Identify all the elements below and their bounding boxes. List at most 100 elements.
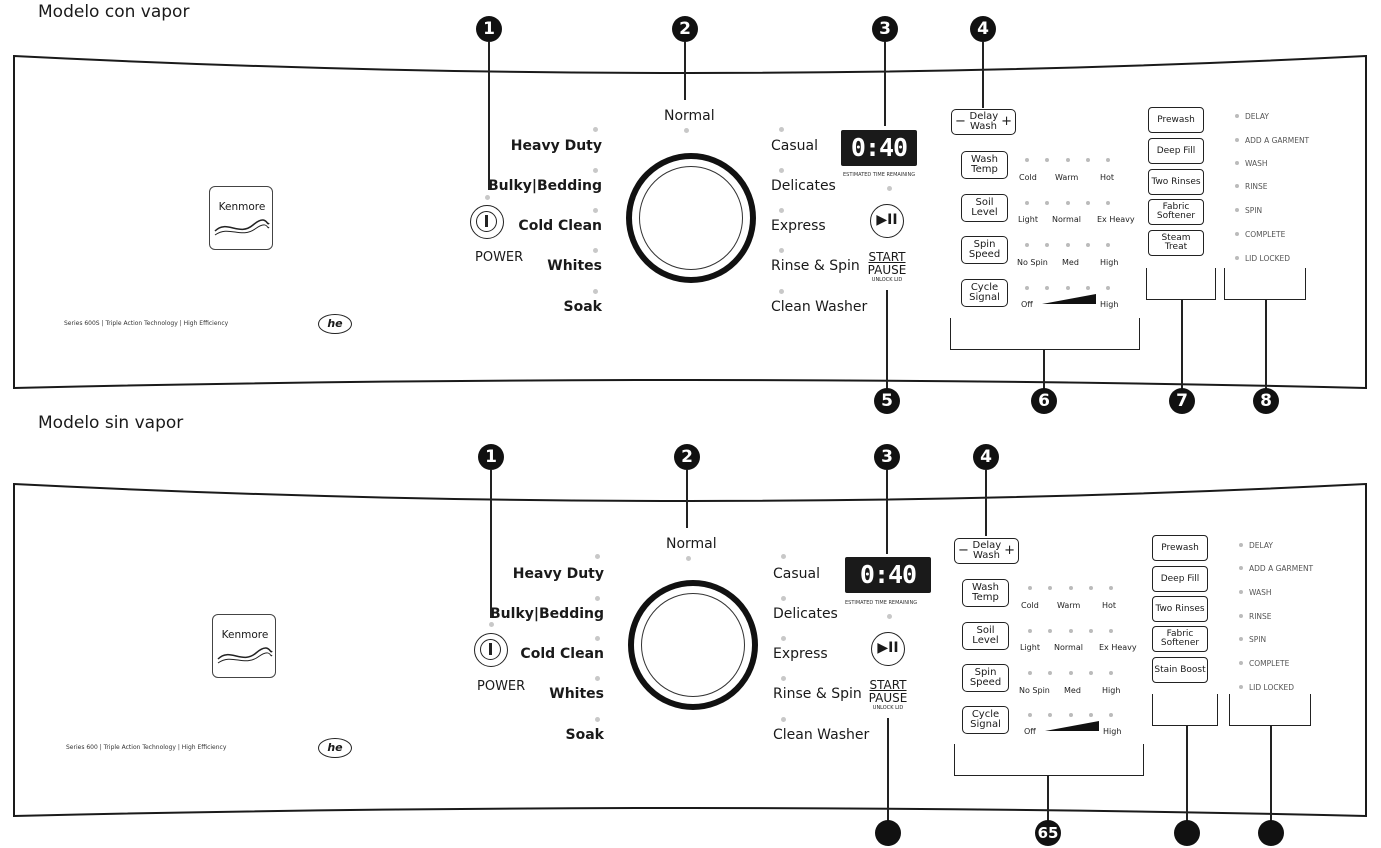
status-led xyxy=(1239,543,1243,547)
level-led xyxy=(1028,586,1032,590)
minus-icon[interactable]: − xyxy=(958,543,969,558)
cycle-bulky-bedding[interactable]: Bulky|Bedding xyxy=(490,606,604,622)
pause-label: PAUSE xyxy=(868,691,908,705)
option-prewash[interactable]: Prewash xyxy=(1152,535,1208,561)
option-two-rinses[interactable]: Two Rinses xyxy=(1152,596,1208,622)
brand-swoosh-icon xyxy=(217,647,273,664)
level-led xyxy=(1109,713,1113,717)
wash-temp-button[interactable]: Wash Temp xyxy=(961,151,1008,179)
soil-level-button[interactable]: Soil Level xyxy=(962,622,1009,650)
power-button[interactable] xyxy=(470,205,504,239)
cycle-express[interactable]: Express xyxy=(771,218,826,234)
spin-speed-button[interactable]: Spin Speed xyxy=(961,236,1008,264)
delay-wash-button[interactable]: − Delay Wash + xyxy=(951,109,1016,135)
cycle-cold-clean[interactable]: Cold Clean xyxy=(520,646,604,662)
cycle-normal[interactable]: Normal xyxy=(666,536,717,552)
level-led xyxy=(1045,158,1049,162)
volume-ramp-icon xyxy=(1045,721,1099,731)
cycle-selector-knob[interactable] xyxy=(626,153,756,283)
plus-icon[interactable]: + xyxy=(1004,543,1015,558)
status-led xyxy=(1235,208,1239,212)
cycle-soak[interactable]: Soak xyxy=(563,299,602,315)
status-spin: SPIN xyxy=(1245,206,1263,215)
he-logo: he xyxy=(318,314,352,334)
plus-icon[interactable]: + xyxy=(1001,114,1012,129)
cycle-signal-button[interactable]: Cycle Signal xyxy=(961,279,1008,307)
callout-3: 3 xyxy=(872,16,898,42)
option-prewash[interactable]: Prewash xyxy=(1148,107,1204,133)
model-title: Modelo con vapor xyxy=(38,2,190,22)
level-led xyxy=(1069,629,1073,633)
cycle-clean-washer[interactable]: Clean Washer xyxy=(771,299,868,315)
series-text: Series 600S | Triple Action Technology |… xyxy=(64,320,229,327)
wash-temp-button[interactable]: Wash Temp xyxy=(962,579,1009,607)
level-label: No Spin xyxy=(1017,258,1048,267)
status-wash: WASH xyxy=(1245,159,1268,168)
cycle-bulky-bedding[interactable]: Bulky|Bedding xyxy=(488,178,602,194)
time-display: 0:40 xyxy=(841,130,917,166)
soil-level-button[interactable]: Soil Level xyxy=(961,194,1008,222)
cycle-led xyxy=(595,717,600,722)
power-indicator xyxy=(489,622,494,627)
option-deep-fill[interactable]: Deep Fill xyxy=(1152,566,1208,592)
leader-line xyxy=(684,42,686,100)
cycle-heavy-duty[interactable]: Heavy Duty xyxy=(512,566,604,582)
level-led xyxy=(1045,286,1049,290)
start-pause-label: START PAUSE UNLOCK LID xyxy=(860,251,914,284)
status-add-garment: ADD A GARMENT xyxy=(1245,136,1310,145)
callout-3: 3 xyxy=(874,444,900,470)
option-two-rinses[interactable]: Two Rinses xyxy=(1148,169,1204,195)
cycle-led xyxy=(779,208,784,213)
minus-icon[interactable]: − xyxy=(955,114,966,129)
cycle-rinse-spin[interactable]: Rinse & Spin xyxy=(771,258,860,274)
start-pause-button[interactable]: ▶II xyxy=(871,632,905,666)
delay-wash-button[interactable]: − Delay Wash + xyxy=(954,538,1019,564)
callout-4: 4 xyxy=(973,444,999,470)
option-stain-boost[interactable]: Stain Boost xyxy=(1152,657,1208,683)
cycle-heavy-duty[interactable]: Heavy Duty xyxy=(510,138,602,154)
leader-line xyxy=(887,718,889,822)
unlock-label: UNLOCK LID xyxy=(872,705,904,711)
start-pause-button[interactable]: ▶II xyxy=(870,204,904,238)
power-button[interactable] xyxy=(474,633,508,667)
cycle-casual[interactable]: Casual xyxy=(771,138,818,154)
level-led xyxy=(1109,629,1113,633)
callout-1: 1 xyxy=(476,16,502,42)
spin-speed-button[interactable]: Spin Speed xyxy=(962,664,1009,692)
cycle-delicates[interactable]: Delicates xyxy=(771,178,836,194)
power-indicator xyxy=(485,195,490,200)
cycle-whites[interactable]: Whites xyxy=(549,686,604,702)
cycle-clean-washer[interactable]: Clean Washer xyxy=(773,727,870,743)
level-label: Cold xyxy=(1019,173,1037,182)
cycle-normal[interactable]: Normal xyxy=(664,108,715,124)
level-label: Normal xyxy=(1052,215,1081,224)
cycle-delicates[interactable]: Delicates xyxy=(773,606,838,622)
brand-swoosh-icon xyxy=(214,219,270,236)
level-led xyxy=(1086,243,1090,247)
cycle-signal-button[interactable]: Cycle Signal xyxy=(962,706,1009,734)
level-label: Med xyxy=(1064,686,1081,695)
cycle-cold-clean[interactable]: Cold Clean xyxy=(518,218,602,234)
level-led xyxy=(1048,586,1052,590)
level-led xyxy=(1048,713,1052,717)
cycle-express[interactable]: Express xyxy=(773,646,828,662)
status-led xyxy=(1239,566,1243,570)
level-label: Light xyxy=(1020,643,1040,652)
status-led xyxy=(1239,685,1243,689)
leader-line xyxy=(490,470,492,618)
status-add-garment: ADD A GARMENT xyxy=(1249,564,1314,573)
status-rinse: RINSE xyxy=(1249,612,1272,621)
cycle-casual[interactable]: Casual xyxy=(773,566,820,582)
cycle-soak[interactable]: Soak xyxy=(565,727,604,743)
cycle-rinse-spin[interactable]: Rinse & Spin xyxy=(773,686,862,702)
power-label: POWER xyxy=(475,250,524,265)
option-fabric-softener[interactable]: Fabric Softener xyxy=(1152,626,1208,652)
level-led xyxy=(1045,201,1049,205)
option-deep-fill[interactable]: Deep Fill xyxy=(1148,138,1204,164)
leader-line xyxy=(985,470,987,536)
level-led xyxy=(1025,243,1029,247)
cycle-selector-knob[interactable] xyxy=(628,580,758,710)
option-steam-treat[interactable]: Steam Treat xyxy=(1148,230,1204,256)
option-fabric-softener[interactable]: Fabric Softener xyxy=(1148,199,1204,225)
cycle-whites[interactable]: Whites xyxy=(547,258,602,274)
